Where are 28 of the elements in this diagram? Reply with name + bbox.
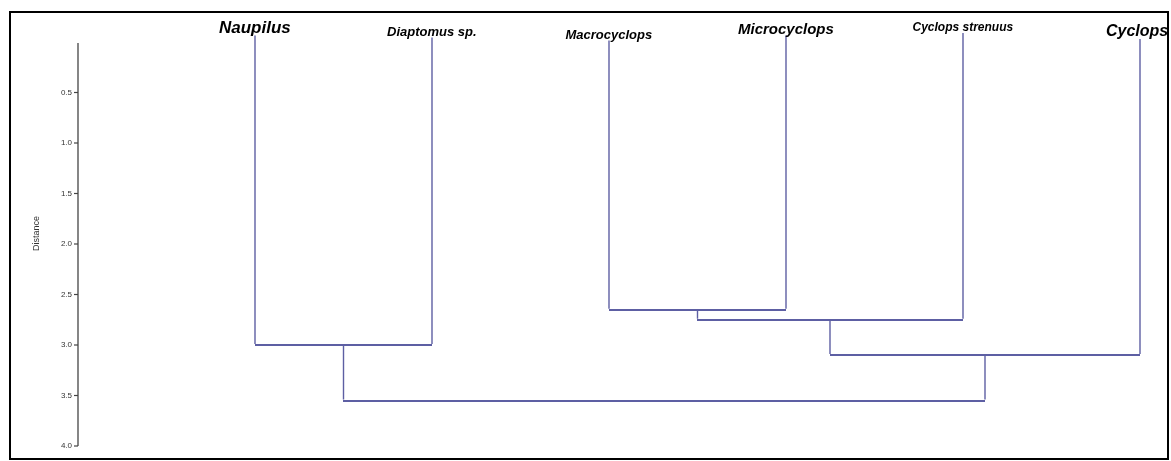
taxon-label: Diaptomus sp. [387, 24, 477, 38]
tick-label: 2.5 [59, 290, 72, 299]
taxon-label: Cyclops strenuus [912, 21, 1014, 33]
dendrogram-branch [342, 345, 345, 401]
dendrogram-branch [829, 320, 831, 355]
dendrogram-branch [608, 39, 610, 310]
tick-label: 2.0 [59, 240, 72, 248]
tick-label: 1.5 [59, 189, 72, 198]
tick-label: 0.5 [59, 88, 72, 97]
dendrogram-branch [785, 34, 787, 310]
axis-title: Distance [31, 216, 41, 252]
tick-label: 4.0 [59, 442, 72, 450]
tick-label: 3.0 [59, 341, 72, 349]
merge-bar [830, 354, 1140, 357]
merge-bar [609, 308, 786, 311]
taxon-label: Cyclops [1106, 23, 1169, 39]
dendrogram-branch [962, 32, 964, 320]
dendrogram-branch [984, 355, 986, 401]
taxon-label: Macrocyclops [565, 27, 653, 41]
tick-label: 1.0 [59, 139, 72, 147]
dendrogram-branch [1139, 38, 1141, 355]
merge-bar [343, 399, 985, 402]
tick-label: 3.5 [59, 391, 72, 400]
dendrogram-branch [254, 34, 256, 345]
taxon-label: Naupilus [219, 18, 291, 36]
dendrogram-branch [431, 36, 433, 345]
taxon-label: Microcyclops [738, 20, 834, 36]
merge-bar [697, 318, 963, 321]
